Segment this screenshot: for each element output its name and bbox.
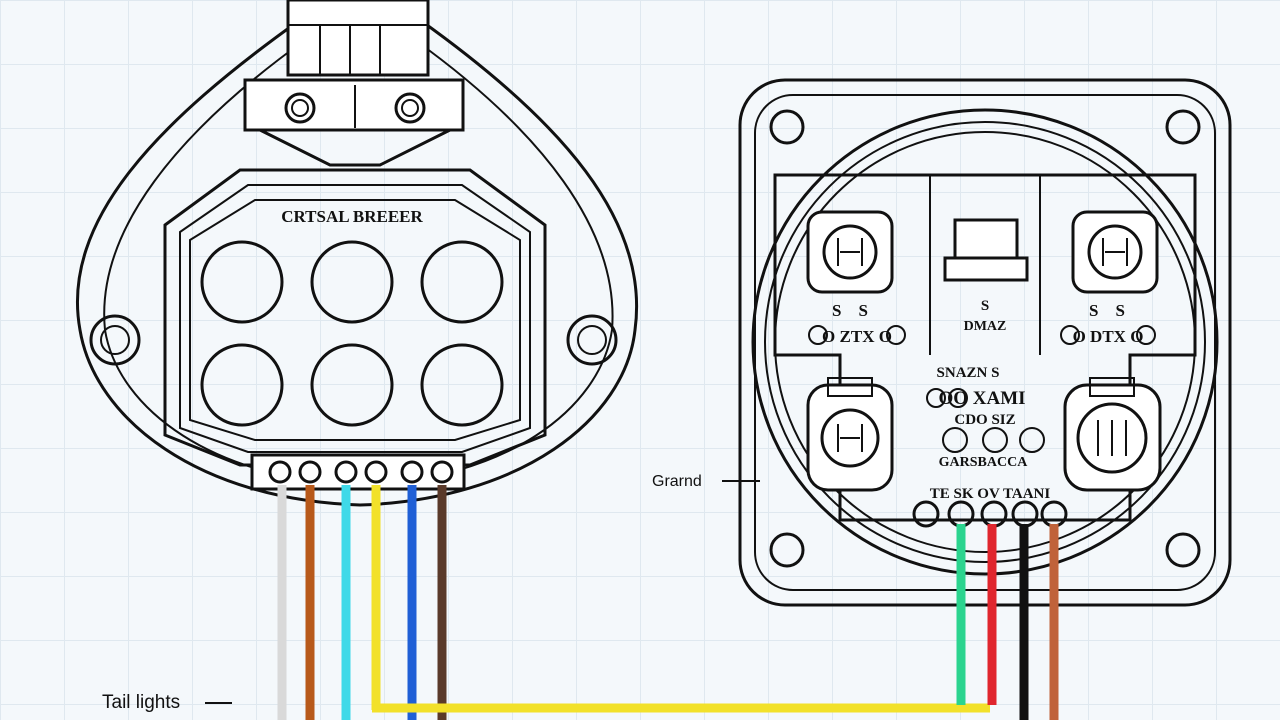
center-line-2: OO XAMI (938, 388, 1025, 409)
tail-lights-label: Tail lights (102, 692, 180, 713)
terminal-sub-right: O DTX O (1073, 327, 1144, 346)
junction-box (738, 78, 1232, 607)
center-line-1: SNAZN S (937, 365, 1000, 381)
terminal-sub-left: O ZTX O (822, 327, 892, 346)
left-wire-bundle (277, 485, 990, 720)
connector-label: CRTSAL BREEER (281, 207, 423, 226)
trailer-connector-plug (75, 0, 638, 507)
terminal-label-mid: S (981, 298, 989, 314)
center-line-3: CDO SIZ (954, 412, 1015, 428)
terminal-label-left: S S (832, 301, 868, 320)
center-line-4: GARSBACCA (939, 455, 1029, 470)
terminal-sub-mid: DMAZ (964, 319, 1007, 334)
right-wire-bundle (956, 524, 1059, 720)
terminal-label-right: S S (1089, 301, 1125, 320)
ground-label: Grarnd (652, 473, 702, 490)
bottom-terminal-line: TE SK OV TAANI (930, 486, 1051, 502)
